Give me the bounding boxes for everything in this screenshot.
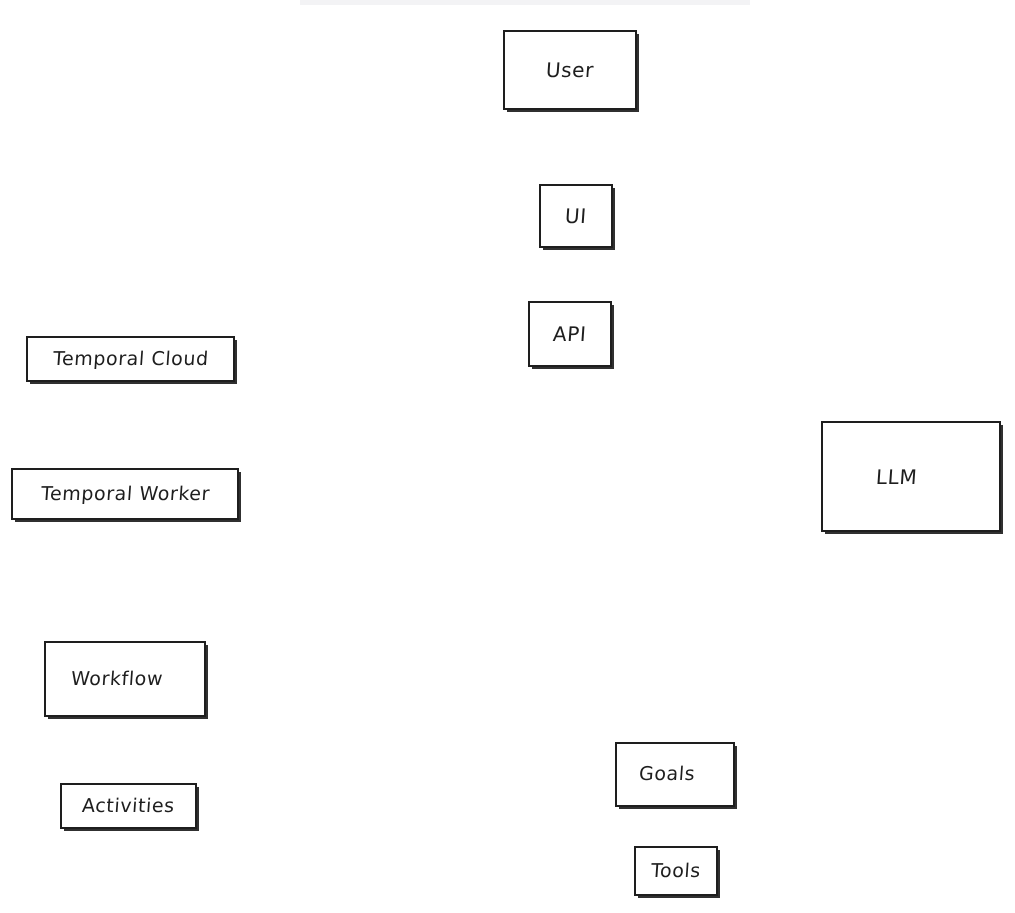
- node-tools[interactable]: Tools: [634, 846, 718, 896]
- node-goals[interactable]: Goals: [615, 742, 735, 807]
- node-temporal-worker-label: Temporal Worker: [39, 482, 211, 505]
- node-user[interactable]: User: [503, 30, 637, 110]
- clipped-top-artifact: [300, 0, 750, 5]
- node-ui[interactable]: UI: [539, 184, 613, 248]
- node-workflow-label: Workflow: [70, 667, 164, 690]
- node-temporal-cloud-label: Temporal Cloud: [51, 347, 210, 370]
- node-llm[interactable]: LLM: [821, 421, 1001, 532]
- node-llm-label: LLM: [875, 464, 919, 489]
- node-goals-label: Goals: [638, 763, 696, 785]
- node-ui-label: UI: [564, 204, 588, 228]
- node-api[interactable]: API: [528, 301, 612, 367]
- node-workflow[interactable]: Workflow: [44, 641, 206, 717]
- node-activities[interactable]: Activities: [60, 783, 197, 829]
- node-temporal-worker[interactable]: Temporal Worker: [11, 468, 239, 520]
- node-user-label: User: [545, 58, 595, 82]
- node-activities-label: Activities: [81, 794, 176, 817]
- node-tools-label: Tools: [650, 859, 702, 882]
- node-temporal-cloud[interactable]: Temporal Cloud: [26, 336, 235, 382]
- node-api-label: API: [552, 322, 588, 346]
